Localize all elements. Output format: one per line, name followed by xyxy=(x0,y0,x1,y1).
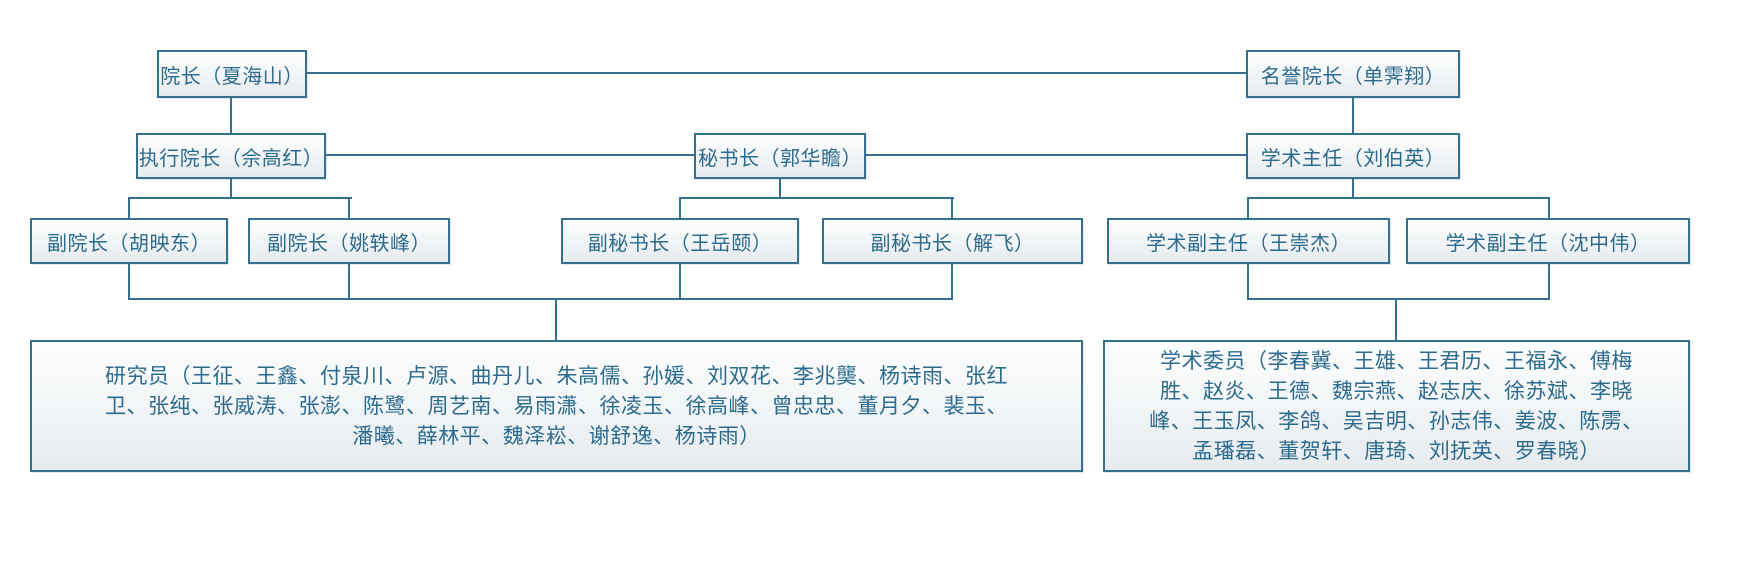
edge-drop-academic-deputy-2 xyxy=(1548,199,1550,218)
node-dean: 院长（夏海山） xyxy=(157,50,307,98)
edge-academic-deputy-2-down xyxy=(1548,264,1550,300)
edge-drop-academic-deputy-1 xyxy=(1247,199,1249,218)
edge-academic-deputy-1-down xyxy=(1247,264,1249,300)
edge-drop-committee xyxy=(1395,300,1397,340)
edge-drop-vice-dean-2 xyxy=(348,199,350,218)
edge-secretary-general-stub xyxy=(779,179,781,199)
node-vice-dean-2: 副院长（姚轶峰） xyxy=(248,218,450,264)
edge-academic-deputies-bus xyxy=(1247,197,1550,199)
edge-dean-to-honorary-dean xyxy=(307,72,1246,74)
edge-drop-researchers xyxy=(555,300,557,340)
edge-dean-to-executive-dean xyxy=(230,98,232,133)
node-researchers-list: 研究员（王征、王鑫、付泉川、卢源、曲丹儿、朱高儒、孙媛、刘双花、李兆龑、杨诗雨、… xyxy=(30,340,1083,472)
node-honorary-dean: 名誉院长（单霁翔） xyxy=(1246,50,1460,98)
edge-vice-dean-2-down xyxy=(348,264,350,300)
edge-academic-director-stub xyxy=(1352,179,1354,199)
edge-drop-deputy-secretary-2 xyxy=(951,199,953,218)
edge-honorary-dean-to-academic-director xyxy=(1352,98,1354,133)
node-vice-dean-1: 副院长（胡映东） xyxy=(30,218,228,264)
node-executive-dean: 执行院长（佘高红） xyxy=(136,133,326,179)
edge-executive-dean-to-secretary-general xyxy=(326,154,694,156)
edge-deputy-secretary-2-down xyxy=(951,264,953,300)
edge-committee-bus xyxy=(1247,298,1550,300)
node-academic-committee-list: 学术委员（李春冀、王雄、王君历、王福永、傅梅 胜、赵炎、王德、魏宗燕、赵志庆、徐… xyxy=(1103,340,1690,472)
edge-researchers-bus xyxy=(128,298,953,300)
edge-drop-vice-dean-1 xyxy=(128,199,130,218)
node-deputy-secretary-general-1: 副秘书长（王岳颐） xyxy=(561,218,799,264)
edge-vice-deans-bus xyxy=(128,197,352,199)
node-academic-director: 学术主任（刘伯英） xyxy=(1246,133,1460,179)
edge-vice-dean-1-down xyxy=(128,264,130,300)
edge-deputy-secretaries-bus xyxy=(679,197,954,199)
node-secretary-general: 秘书长（郭华瞻） xyxy=(694,133,866,179)
node-academic-deputy-director-2: 学术副主任（沈中伟） xyxy=(1406,218,1690,264)
edge-executive-dean-stub xyxy=(230,179,232,199)
node-deputy-secretary-general-2: 副秘书长（解飞） xyxy=(822,218,1083,264)
edge-drop-deputy-secretary-1 xyxy=(679,199,681,218)
node-academic-deputy-director-1: 学术副主任（王崇杰） xyxy=(1107,218,1390,264)
edge-secretary-general-to-academic-director xyxy=(866,154,1246,156)
edge-deputy-secretary-1-down xyxy=(679,264,681,300)
